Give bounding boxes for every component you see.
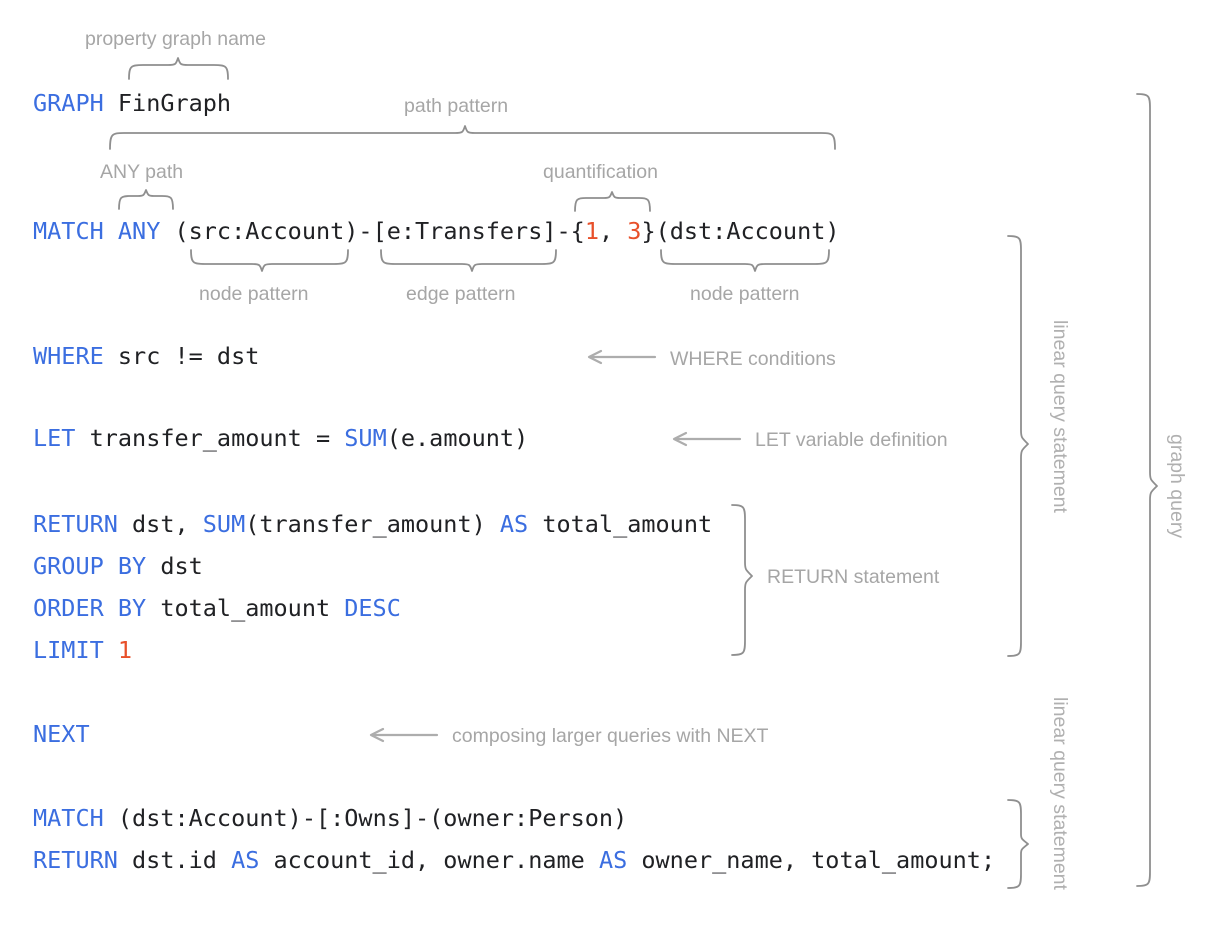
node-pattern-dst: (dst:Account) bbox=[655, 217, 840, 245]
code-line-graph: GRAPH FinGraph bbox=[33, 89, 232, 117]
brace-return-statement bbox=[731, 504, 753, 656]
keyword-let: LET bbox=[33, 424, 76, 452]
code-line-next: NEXT bbox=[33, 720, 90, 748]
keyword-limit: LIMIT bbox=[33, 636, 104, 664]
code-line-order-by: ORDER BY total_amount DESC bbox=[33, 594, 401, 622]
label-composing-with-next: composing larger queries with NEXT bbox=[452, 725, 769, 747]
let-sum-args: (e.amount) bbox=[386, 424, 529, 452]
code-line-let: LET transfer_amount = SUM(e.amount) bbox=[33, 424, 529, 452]
code-line-group-by: GROUP BY dst bbox=[33, 552, 203, 580]
label-let-variable-definition: LET variable definition bbox=[755, 429, 948, 451]
group-by-expression: dst bbox=[146, 552, 203, 580]
keyword-desc: DESC bbox=[344, 594, 401, 622]
brace-property-graph-name bbox=[128, 57, 229, 80]
return-2-first: dst.id bbox=[117, 846, 232, 874]
code-line-return-2: RETURN dst.id AS account_id, owner.name … bbox=[33, 846, 996, 874]
keyword-as: AS bbox=[598, 846, 628, 874]
return-2-tail: owner_name, total_amount; bbox=[627, 846, 996, 874]
graph-name: FinGraph bbox=[103, 89, 232, 117]
arrow-where-conditions bbox=[587, 349, 657, 365]
label-path-pattern: path pattern bbox=[404, 95, 509, 117]
return-2-second: account_id, owner.name bbox=[259, 846, 599, 874]
keyword-next: NEXT bbox=[33, 720, 90, 748]
label-node-pattern-left: node pattern bbox=[199, 283, 309, 305]
brace-any-path bbox=[118, 189, 174, 210]
brace-edge-pattern bbox=[380, 249, 557, 272]
label-any-path: ANY path bbox=[100, 161, 184, 183]
code-line-return-1: RETURN dst, SUM(transfer_amount) AS tota… bbox=[33, 510, 713, 538]
keyword-any: ANY bbox=[103, 217, 161, 245]
brace-quantification bbox=[574, 191, 651, 212]
limit-value: 1 bbox=[117, 636, 133, 664]
dash-left: - bbox=[358, 217, 373, 245]
label-where-conditions: WHERE conditions bbox=[670, 348, 836, 370]
quantifier-max: 3 bbox=[627, 217, 642, 245]
quantifier-open-brace: { bbox=[570, 217, 585, 245]
match-2-pattern: (dst:Account)-[:Owns]-(owner:Person) bbox=[103, 804, 628, 832]
brace-node-pattern-right bbox=[660, 249, 830, 272]
label-linear-query-statement-2: linear query statement bbox=[1049, 697, 1071, 890]
label-edge-pattern: edge pattern bbox=[406, 283, 516, 305]
code-line-limit: LIMIT 1 bbox=[33, 636, 133, 664]
keyword-group-by: GROUP BY bbox=[33, 552, 147, 580]
label-quantification: quantification bbox=[543, 161, 658, 183]
let-assignment: transfer_amount = bbox=[75, 424, 345, 452]
brace-node-pattern-left bbox=[190, 249, 349, 272]
brace-linear-query-statement-2 bbox=[1007, 799, 1029, 889]
order-by-expression: total_amount bbox=[146, 594, 345, 622]
arrow-next-composition bbox=[369, 727, 439, 743]
function-sum: SUM bbox=[202, 510, 246, 538]
brace-path-pattern bbox=[109, 125, 836, 150]
return-first-item: dst, bbox=[117, 510, 203, 538]
label-linear-query-statement-1: linear query statement bbox=[1049, 320, 1071, 513]
quantifier-min: 1 bbox=[584, 217, 599, 245]
keyword-order-by: ORDER BY bbox=[33, 594, 147, 622]
quantifier-separator: , bbox=[598, 217, 628, 245]
node-pattern-src: (src:Account) bbox=[160, 217, 359, 245]
code-line-match-any: MATCH ANY (src:Account)-[e:Transfers]-{1… bbox=[33, 217, 840, 245]
arrow-let-definition bbox=[672, 431, 742, 447]
brace-graph-query bbox=[1136, 93, 1158, 887]
where-expression: src != dst bbox=[103, 342, 260, 370]
code-line-match-2: MATCH (dst:Account)-[:Owns]-(owner:Perso… bbox=[33, 804, 628, 832]
keyword-graph: GRAPH bbox=[33, 89, 104, 117]
return-alias: total_amount bbox=[528, 510, 713, 538]
dash-right: - bbox=[556, 217, 571, 245]
keyword-match: MATCH bbox=[33, 804, 104, 832]
limit-space bbox=[104, 636, 118, 664]
quantifier-close-brace: } bbox=[641, 217, 656, 245]
keyword-return: RETURN bbox=[33, 846, 118, 874]
label-node-pattern-right: node pattern bbox=[690, 283, 800, 305]
label-graph-query: graph query bbox=[1166, 434, 1188, 539]
keyword-where: WHERE bbox=[33, 342, 104, 370]
label-return-statement: RETURN statement bbox=[767, 566, 940, 588]
code-line-where: WHERE src != dst bbox=[33, 342, 260, 370]
return-sum-args: (transfer_amount) bbox=[245, 510, 500, 538]
keyword-as: AS bbox=[499, 510, 529, 538]
keyword-match: MATCH bbox=[33, 217, 104, 245]
brace-linear-query-statement-1 bbox=[1007, 235, 1029, 657]
label-property-graph-name: property graph name bbox=[85, 28, 267, 50]
function-sum: SUM bbox=[344, 424, 387, 452]
edge-pattern-transfers: [e:Transfers] bbox=[372, 217, 557, 245]
keyword-as: AS bbox=[231, 846, 260, 874]
keyword-return: RETURN bbox=[33, 510, 118, 538]
